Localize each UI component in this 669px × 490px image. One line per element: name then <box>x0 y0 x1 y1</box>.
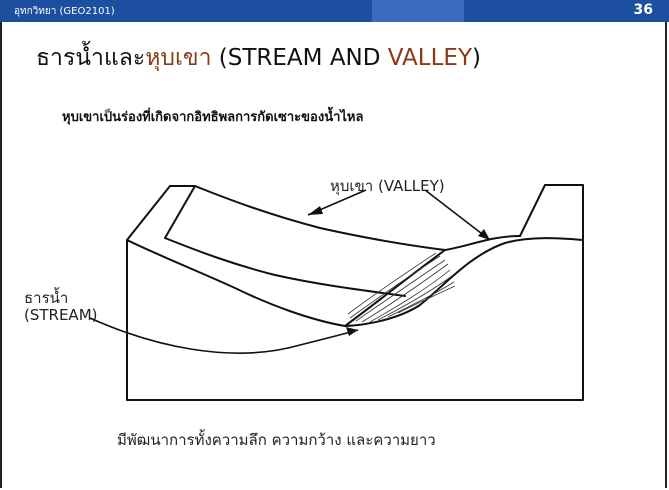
valley-label: หุบเขา (VALLEY) <box>330 177 445 195</box>
header-bar: อุทกวิทยา (GEO2101) 36 <box>0 0 669 22</box>
block-front-face <box>126 237 584 401</box>
course-label: อุทกวิทยา (GEO2101) <box>14 6 115 17</box>
stream-arrow <box>89 317 359 354</box>
valley-right-edge <box>444 235 521 251</box>
stream-arrowhead <box>346 327 358 336</box>
title-part-5: ) <box>472 45 481 71</box>
slide-title: ธารน้ำและหุบเขา (STREAM AND VALLEY) <box>36 40 481 76</box>
header-band <box>372 0 464 22</box>
page-number: 36 <box>633 2 653 18</box>
title-part-2: หุบเขา <box>145 45 212 71</box>
valley-far-edge <box>194 185 446 251</box>
title-part-1: ธารน้ำและ <box>36 45 146 71</box>
valley-arrowhead-right <box>478 229 490 240</box>
block-back-left <box>126 185 196 241</box>
title-part-3: (STREAM AND <box>211 45 388 71</box>
stream-label-line2: (STREAM) <box>24 306 98 324</box>
title-part-4: VALLEY <box>387 45 472 71</box>
block-back-right <box>519 184 584 241</box>
stream-label-line1: ธารน้ำ <box>24 289 69 307</box>
valley-left-edge <box>164 237 406 297</box>
valley-arrowhead-left <box>308 206 323 215</box>
subtitle: หุบเขาเป็นร่องที่เกิดจากอิทธิพลการกัดเซา… <box>62 110 364 125</box>
stream-bed <box>344 249 446 327</box>
stream-texture <box>347 252 456 323</box>
valley-arrow-right <box>424 189 491 241</box>
figure-caption: มีพัฒนาการทั้งความลึก ความกว้าง และความย… <box>117 431 436 449</box>
